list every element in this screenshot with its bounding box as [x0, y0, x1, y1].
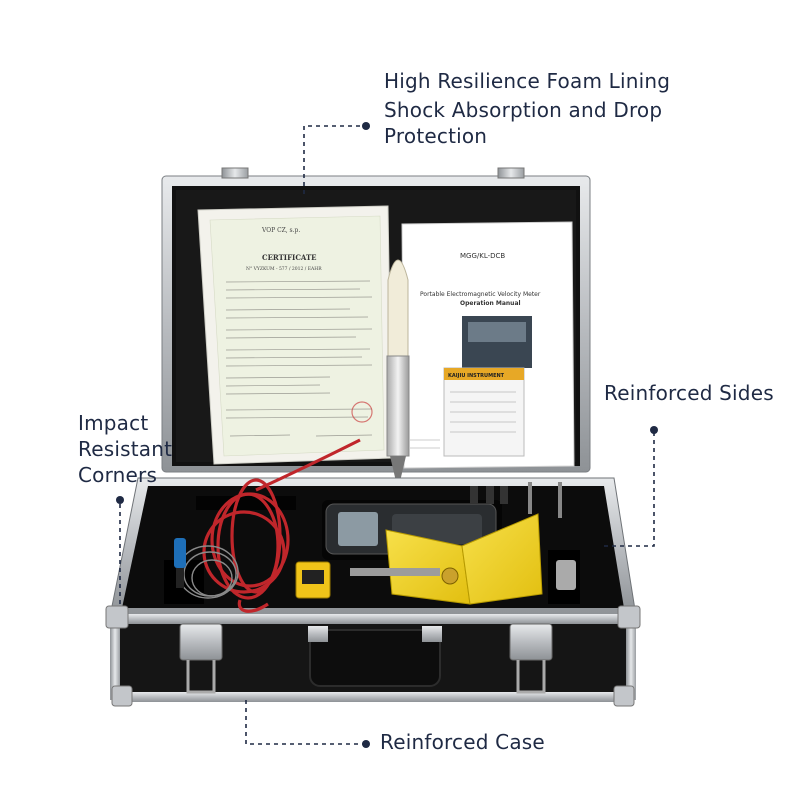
manual-title: Portable Electromagnetic Velocity Meter [420, 291, 541, 298]
callout-dot-corners [116, 496, 124, 504]
certificate-number: N° VYZKUM - 577 / 2012 / EAHR [246, 266, 322, 272]
manual-model: MGG/KL-DCB [460, 252, 505, 260]
certificate-issuer: VOP CZ, s.p. [261, 227, 300, 234]
velocity-probe [386, 259, 410, 490]
spare-parts [470, 482, 576, 590]
case-handle [308, 626, 442, 687]
manual-card-brand: KAIJIU INSTRUMENT [448, 373, 505, 379]
callout-foam-lining: High Resilience Foam Lining [384, 69, 671, 93]
callout-line-case [245, 700, 366, 745]
callout-reinforced-sides: Reinforced Sides [604, 381, 774, 405]
callout-line-foam [303, 125, 366, 194]
callout-shock-absorption: Shock Absorption and Drop Protection [384, 98, 663, 148]
callout-line-sides [604, 432, 655, 547]
callout-reinforced-case: Reinforced Case [380, 730, 545, 754]
latch-right [509, 623, 553, 694]
yellow-impeller [350, 513, 543, 605]
certificate-document: VOP CZ, s.p. CERTIFICATE N° VYZKUM - 577… [197, 205, 393, 465]
manual-subtitle: Operation Manual [460, 300, 521, 307]
certificate-title: CERTIFICATE [262, 253, 317, 262]
connector-plug [174, 538, 186, 588]
callout-dot-foam [362, 122, 370, 130]
operation-manual: MGG/KL-DCB Portable Electromagnetic Velo… [401, 221, 575, 469]
callout-impact-corners: Impact Resistant Corners [78, 411, 173, 487]
callout-dot-case [362, 740, 370, 748]
latch-left [179, 623, 223, 694]
callout-dot-sides [650, 426, 658, 434]
handheld-tester [295, 561, 331, 599]
